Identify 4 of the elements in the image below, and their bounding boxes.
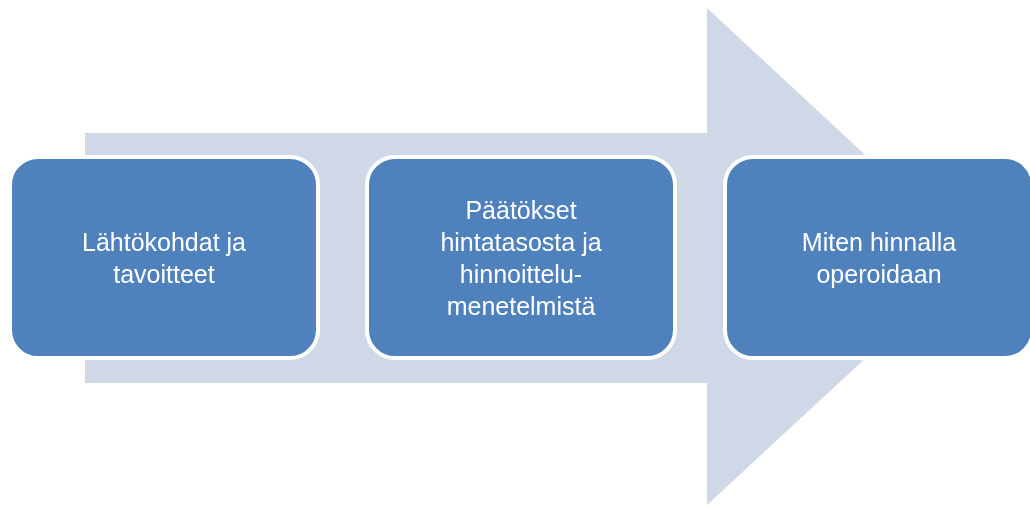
- step-text: Päätökset hintatasosta ja hinnoittelu- menetelmistä: [439, 194, 603, 322]
- step-text: Lähtökohdat ja tavoitteet: [81, 226, 247, 290]
- process-box: [365, 155, 677, 360]
- step-text: Miten hinnalla operoidaan: [800, 226, 958, 290]
